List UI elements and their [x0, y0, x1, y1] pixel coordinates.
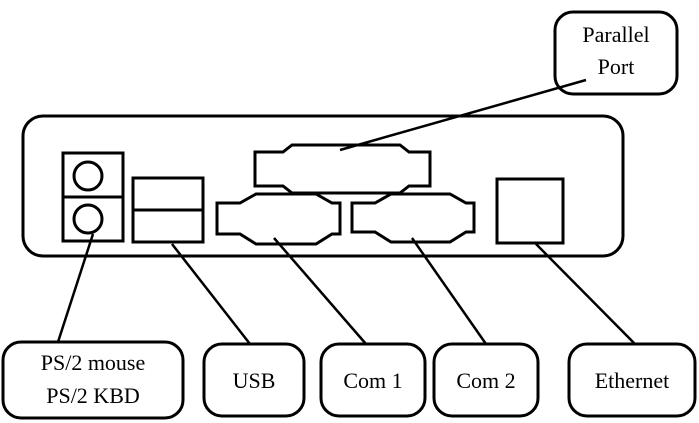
com1-label-box	[319, 342, 427, 418]
com1-connector	[215, 192, 342, 246]
com2-label: Com 2	[456, 368, 515, 393]
usb-label-box	[202, 342, 306, 418]
com1-label: Com 1	[343, 368, 402, 393]
parallel-label-box	[553, 10, 679, 96]
parallel-connector	[253, 143, 432, 195]
io-back-panel	[21, 114, 625, 258]
com2-label-box	[432, 342, 540, 418]
usb-port-stack	[131, 176, 205, 244]
leader-com2	[410, 237, 488, 345]
parallel-label-line1: Parallel	[582, 22, 649, 47]
ethernet-connector	[495, 177, 565, 245]
parallel-label-line2: Port	[598, 54, 635, 79]
leader-ps2	[56, 233, 95, 343]
ps2-label-line2: PS/2 KBD	[46, 383, 140, 408]
usb-label: USB	[233, 368, 276, 393]
ethernet-label-box	[567, 342, 697, 418]
ps2-label-line1: PS/2 mouse	[41, 350, 146, 375]
leader-usb	[171, 243, 251, 345]
leader-ethernet	[535, 243, 636, 345]
ps2-port-stack	[61, 151, 125, 243]
ps2-label-box	[1, 340, 185, 420]
leader-com1	[273, 237, 367, 345]
com2-connector	[350, 192, 476, 244]
ethernet-label: Ethernet	[595, 368, 670, 393]
leader-parallel	[339, 78, 587, 152]
